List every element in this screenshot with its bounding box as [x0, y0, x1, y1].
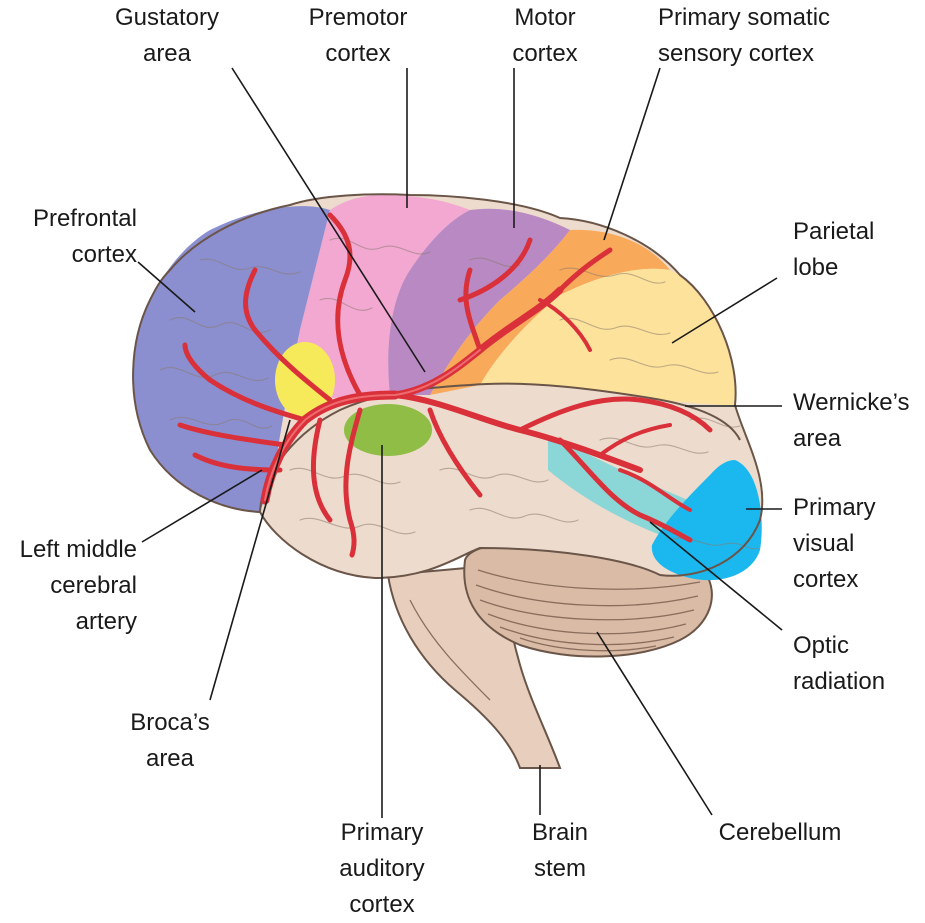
somatic-sensory-region [430, 229, 670, 395]
parietal-region [480, 268, 736, 405]
premotor-region [290, 195, 470, 400]
middle-cerebral-artery [177, 212, 713, 558]
leader-optic [649, 521, 783, 631]
sylvian-fissure [259, 382, 741, 513]
auditory-region [344, 404, 432, 456]
leader-brocas [209, 419, 291, 701]
optic-radiation-band [548, 435, 700, 545]
leader-prefrontal [137, 261, 196, 313]
leader-lines [137, 67, 783, 818]
cerebrum-outline [132, 193, 764, 580]
leader-cerebellum [596, 631, 713, 816]
leader-parietal [671, 277, 778, 344]
prefrontal-region [133, 206, 330, 512]
label-cerebellum: Cerebellum [718, 819, 842, 846]
gyri-texture [159, 237, 759, 550]
leader-gustatory [231, 67, 426, 373]
visual-cortex-region [651, 460, 762, 581]
leader-artery [141, 469, 263, 543]
leader-somatic [603, 67, 661, 241]
